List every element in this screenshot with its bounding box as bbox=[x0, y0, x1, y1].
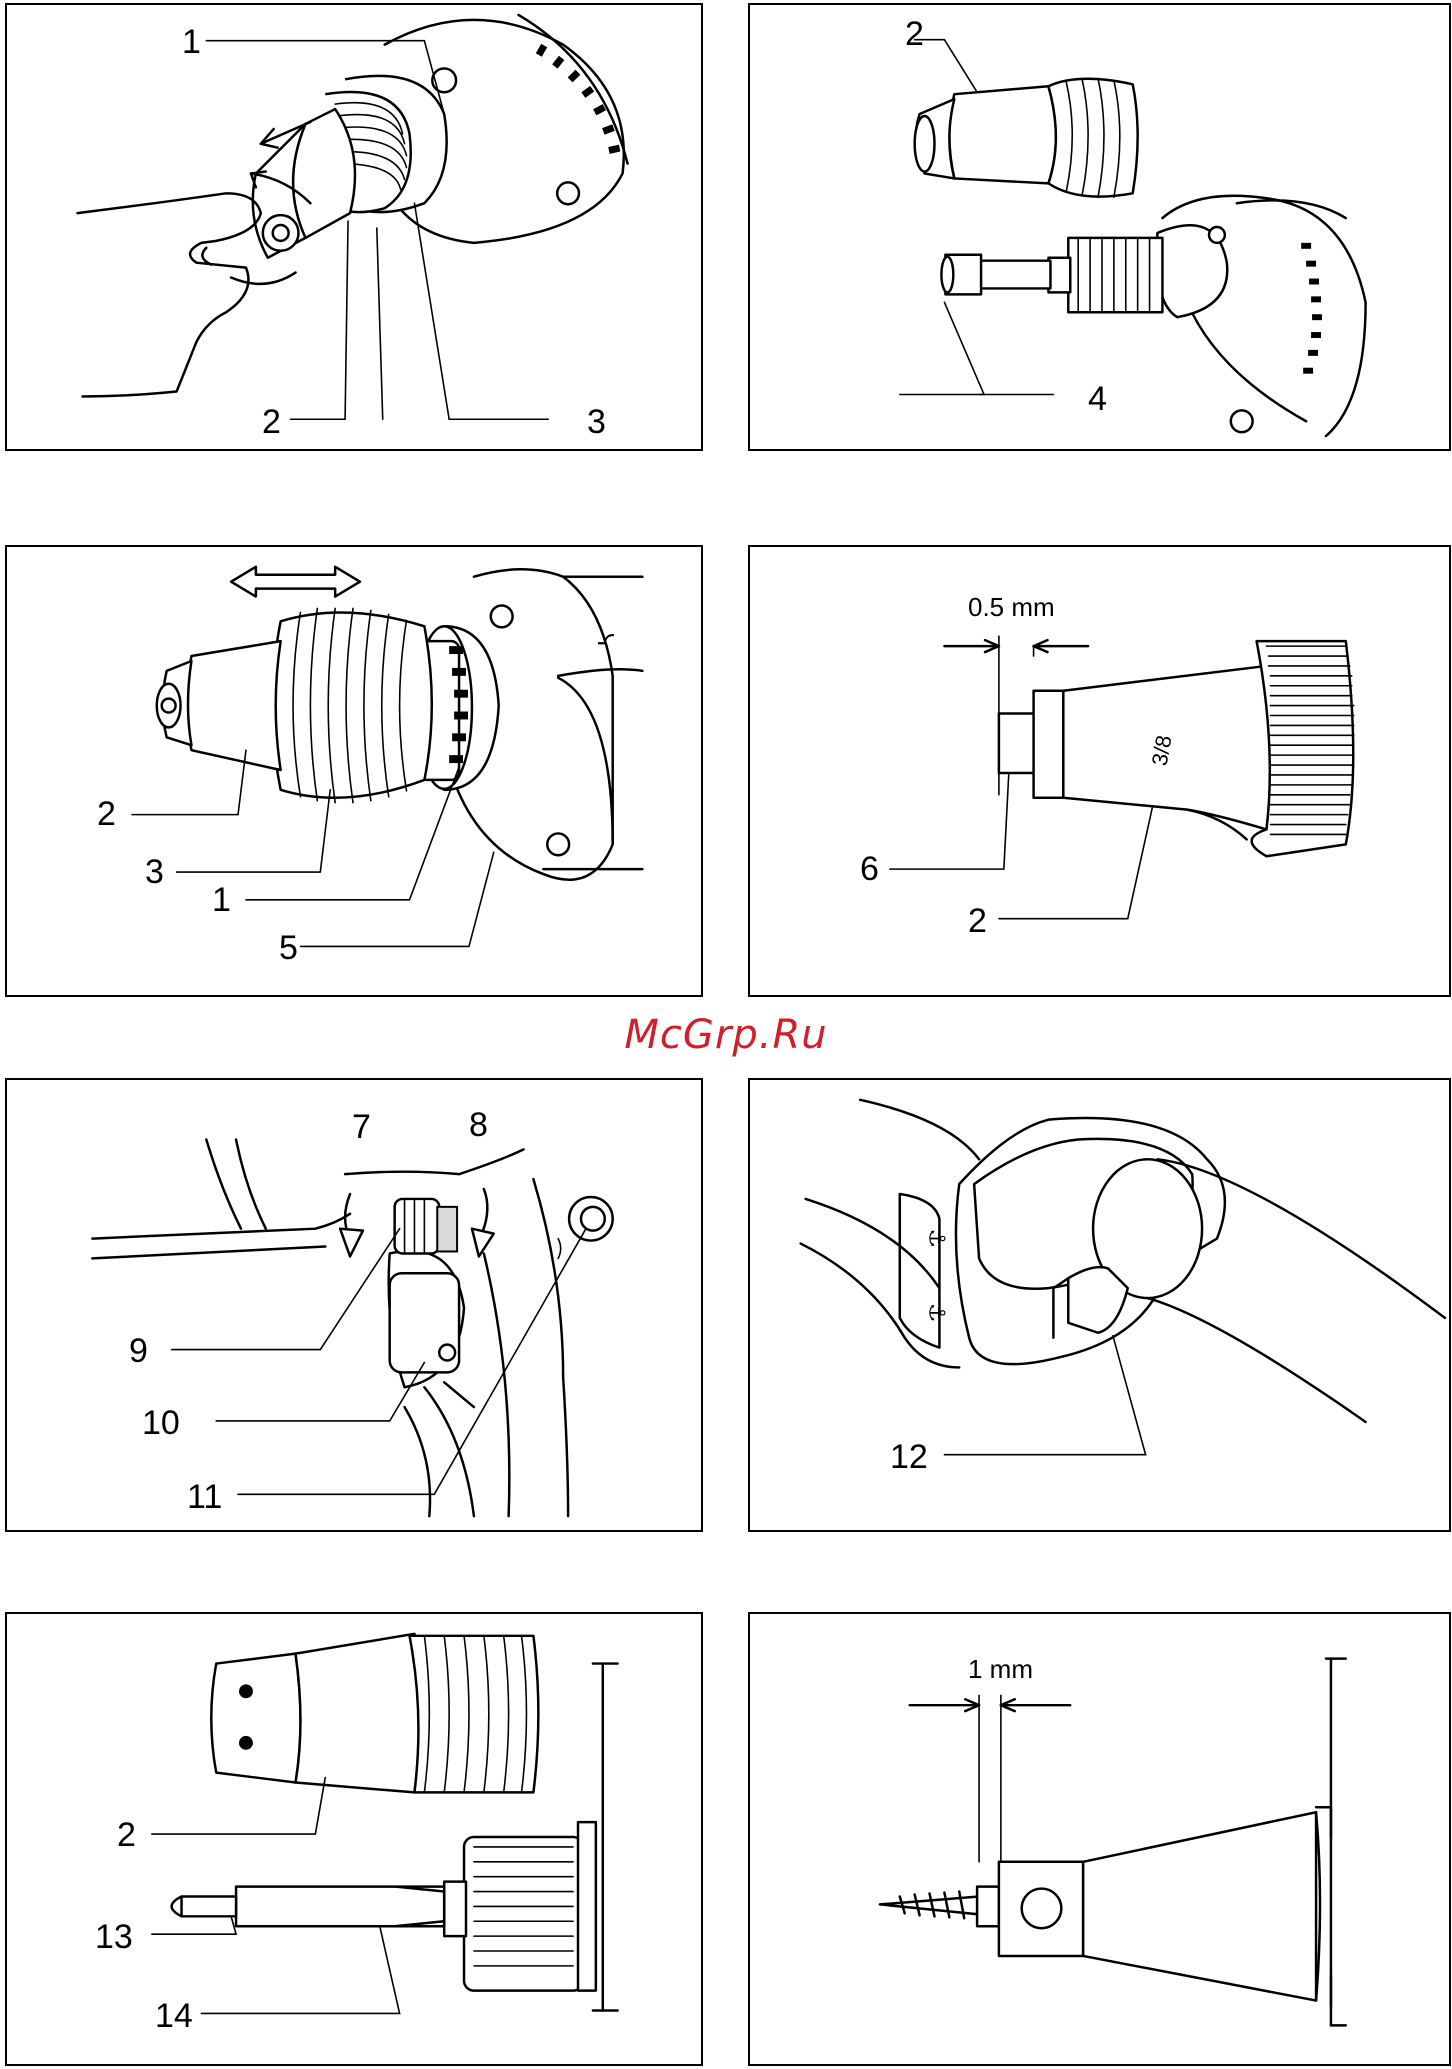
figure-panel-7: 2 13 14 bbox=[5, 1612, 703, 2066]
callout-5: 5 bbox=[279, 931, 298, 965]
callout-9: 9 bbox=[129, 1334, 148, 1368]
illustration-reversing-switch bbox=[7, 1080, 701, 1530]
callout-4: 4 bbox=[1088, 382, 1107, 416]
illustration-hand-adjusting-locator bbox=[7, 5, 701, 449]
locator-size-marking: 3/8 bbox=[1147, 733, 1177, 767]
dimension-1mm: 1 mm bbox=[968, 1656, 1033, 1682]
figure-panel-3: ᓭ 2 3 1 5 bbox=[5, 545, 703, 997]
callout-13: 13 bbox=[95, 1920, 133, 1954]
figure-panel-6: ⚓ ⚓ 12 bbox=[748, 1078, 1451, 1532]
callout-2: 2 bbox=[262, 405, 281, 439]
illustration-depth-adjustment: ᓭ bbox=[7, 547, 701, 995]
svg-text:⚓: ⚓ bbox=[924, 1303, 949, 1323]
illustration-bit-protrusion-0-5mm: 3/8 bbox=[750, 547, 1449, 995]
figure-panel-2: 2 4 bbox=[748, 3, 1451, 451]
callout-6: 6 bbox=[860, 852, 879, 886]
svg-text:ᓭ: ᓭ bbox=[593, 633, 618, 646]
figure-panel-8: 1 mm bbox=[748, 1612, 1451, 2066]
callout-8: 8 bbox=[469, 1108, 488, 1142]
watermark: McGrp.Ru bbox=[0, 1012, 1452, 1058]
callout-14: 14 bbox=[155, 1999, 193, 2033]
callout-7: 7 bbox=[352, 1110, 371, 1144]
figure-panel-1: 1 2 3 bbox=[5, 3, 703, 451]
illustration-screw-protrusion-1mm bbox=[750, 1614, 1449, 2064]
callout-2: 2 bbox=[117, 1818, 136, 1852]
illustration-inserting-bit bbox=[7, 1614, 701, 2064]
svg-text:⚓: ⚓ bbox=[924, 1229, 949, 1249]
dimension-0-5mm: 0.5 mm bbox=[968, 594, 1055, 620]
callout-2: 2 bbox=[905, 17, 924, 51]
callout-10: 10 bbox=[142, 1406, 180, 1440]
callout-3: 3 bbox=[587, 405, 606, 439]
callout-1: 1 bbox=[212, 883, 231, 917]
figure-panel-5: 7 8 9 10 11 bbox=[5, 1078, 703, 1532]
callout-2: 2 bbox=[968, 904, 987, 938]
illustration-lock-on-button: ⚓ ⚓ bbox=[750, 1080, 1449, 1530]
figure-panel-4: 3/8 0.5 mm 6 2 bbox=[748, 545, 1451, 997]
callout-11: 11 bbox=[187, 1480, 222, 1514]
callout-12: 12 bbox=[890, 1440, 928, 1474]
callout-3: 3 bbox=[145, 855, 164, 889]
callout-1: 1 bbox=[182, 25, 201, 59]
callout-2: 2 bbox=[97, 797, 116, 831]
